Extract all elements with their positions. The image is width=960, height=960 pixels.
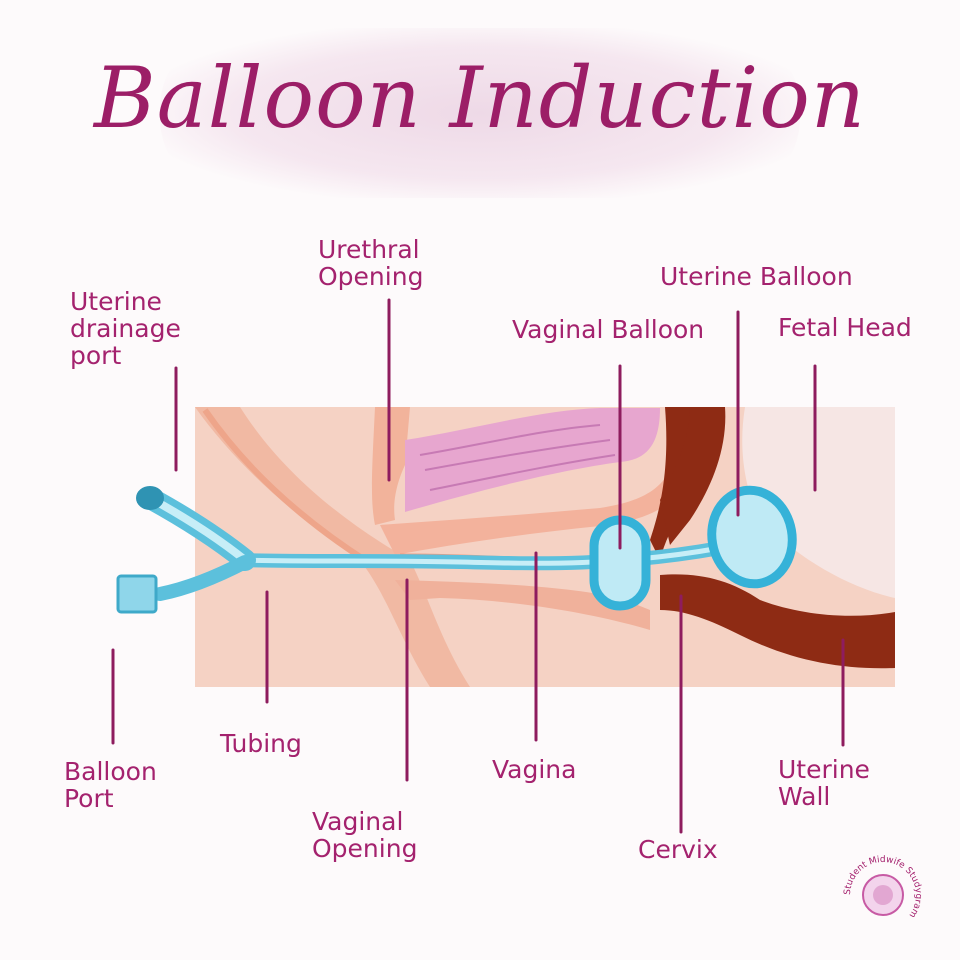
vaginal-wall-upper: [380, 470, 685, 555]
cervix-upper-lip: [660, 407, 726, 545]
vaginal-wall-lower: [395, 580, 650, 630]
page-title: Balloon Induction: [94, 49, 866, 147]
label-balloon-port: Balloon Port: [64, 757, 157, 813]
perineum-edge: [202, 408, 370, 565]
label-vagina: Vagina: [492, 755, 577, 784]
label-cervix: Cervix: [638, 835, 718, 864]
stamp-logo-mark: [873, 885, 893, 905]
balloon-port-cap: [116, 574, 158, 614]
label-uterine-drainage-port: Uterine drainage port: [70, 287, 181, 370]
label-fetal-head: Fetal Head: [778, 313, 912, 342]
labia: [371, 407, 410, 525]
bladder-urethra: [405, 408, 660, 512]
label-vaginal-opening: Vaginal Opening: [312, 807, 418, 863]
leader-lines: [111, 298, 845, 834]
label-uterine-balloon: Uterine Balloon: [660, 262, 853, 291]
watermark-stamp: Student Midwife Studygram: [843, 855, 923, 919]
label-urethral-opening: Urethral Opening: [318, 235, 424, 291]
cervix-lower-lip: [660, 574, 895, 669]
drainage-port-opening: [136, 486, 164, 510]
bladder-detail: [419, 424, 616, 491]
uterine-balloon: [707, 485, 797, 589]
fetal-head: [742, 407, 895, 598]
title-background-wash: [160, 28, 800, 198]
label-uterine-wall: Uterine Wall: [778, 755, 870, 811]
label-vaginal-balloon: Vaginal Balloon: [512, 315, 705, 344]
balloon-port-branch: [153, 555, 252, 601]
drainage-branch-inner: [146, 494, 249, 564]
label-tubing: Tubing: [220, 729, 302, 758]
